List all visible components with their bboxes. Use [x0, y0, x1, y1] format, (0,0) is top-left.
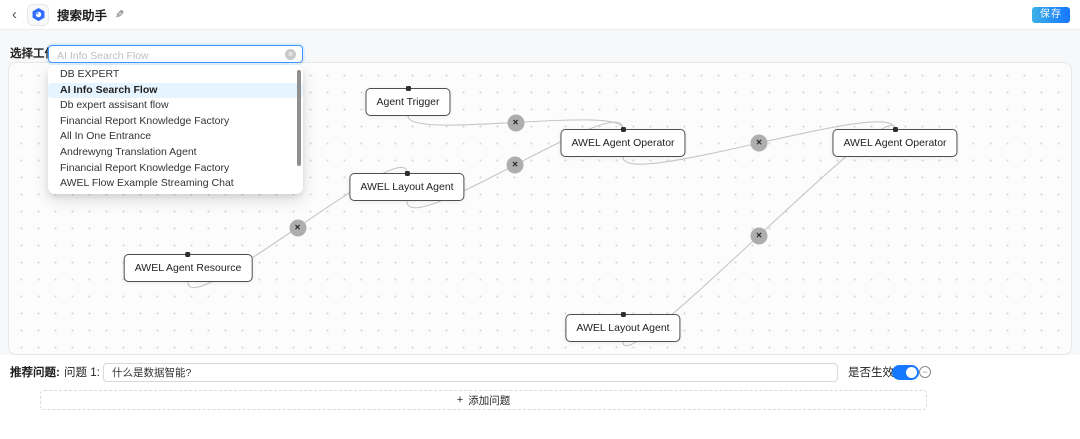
questions-panel: 推荐问题: 问题 1: 是否生效: − + 添加问题: [0, 355, 1080, 439]
node-label: Agent Trigger: [376, 96, 440, 108]
remove-question-icon[interactable]: −: [919, 366, 931, 378]
node-handle-top[interactable]: [620, 312, 626, 317]
node-label: AWEL Layout Agent: [360, 181, 454, 193]
dropdown-option[interactable]: Financial Report Knowledge Factory: [60, 161, 230, 174]
plus-icon: +: [456, 394, 464, 406]
edge-delete-button[interactable]: ×: [750, 134, 768, 152]
edge-delete-button[interactable]: ×: [750, 227, 768, 244]
flow-node-n4[interactable]: AWEL Layout Agent: [349, 171, 465, 201]
workflow-select-input[interactable]: [49, 48, 302, 64]
question-1-label: 问题 1:: [64, 367, 100, 379]
node-handle-top[interactable]: [404, 171, 410, 176]
dropdown-option[interactable]: Financial Report Knowledge Factory: [60, 114, 230, 127]
page-title: 搜索助手: [57, 9, 108, 23]
dropdown-option[interactable]: All In One Entrance: [60, 130, 152, 143]
flow-node-n6[interactable]: AWEL Layout Agent: [565, 312, 681, 342]
node-handle-top[interactable]: [185, 252, 191, 257]
header: ‹ 搜索助手 ✎ 保存: [0, 0, 1080, 30]
edge-delete-button[interactable]: ×: [506, 156, 524, 174]
logo-icon: [32, 7, 44, 22]
node-label: AWEL Agent Operator: [571, 137, 675, 149]
active-toggle-label: 是否生效:: [848, 367, 898, 379]
flow-node-n1[interactable]: Agent Trigger: [365, 86, 451, 116]
questions-section-label: 推荐问题:: [10, 367, 60, 379]
add-question-button[interactable]: + 添加问题: [40, 390, 927, 410]
clear-select-icon[interactable]: ×: [285, 49, 296, 60]
question-1-input[interactable]: [103, 363, 838, 382]
edge-delete-button[interactable]: ×: [507, 114, 524, 131]
flow-node-n3[interactable]: AWEL Agent Operator: [832, 127, 958, 157]
node-label: AWEL Agent Operator: [843, 137, 947, 149]
back-icon[interactable]: ‹: [12, 6, 17, 23]
node-handle-top[interactable]: [620, 127, 626, 132]
flow-node-n2[interactable]: AWEL Agent Operator: [560, 127, 686, 157]
dropdown-scrollbar[interactable]: [297, 70, 301, 166]
flow-node-n5[interactable]: AWEL Agent Resource: [123, 252, 253, 282]
dropdown-option[interactable]: AI Info Search Flow: [48, 82, 303, 99]
node-handle-top[interactable]: [892, 127, 898, 132]
node-label: AWEL Agent Resource: [134, 262, 242, 274]
active-toggle[interactable]: [892, 365, 919, 380]
dropdown-option[interactable]: AWEL Flow Example Streaming Chat: [60, 177, 234, 190]
edit-title-icon[interactable]: ✎: [115, 9, 125, 21]
dropdown-option[interactable]: Db expert assisant flow: [60, 99, 169, 112]
edge-delete-button[interactable]: ×: [289, 219, 306, 236]
add-question-label: 添加问题: [468, 394, 511, 407]
dropdown-option[interactable]: DB EXPERT: [60, 68, 120, 80]
dropdown-option[interactable]: Andrewyng Translation Agent: [60, 145, 197, 158]
workflow-select[interactable]: ×: [48, 45, 303, 64]
save-button[interactable]: 保存: [1032, 6, 1070, 23]
node-handle-top[interactable]: [405, 86, 411, 91]
node-label: AWEL Layout Agent: [576, 322, 670, 334]
app-logo: [27, 3, 49, 26]
